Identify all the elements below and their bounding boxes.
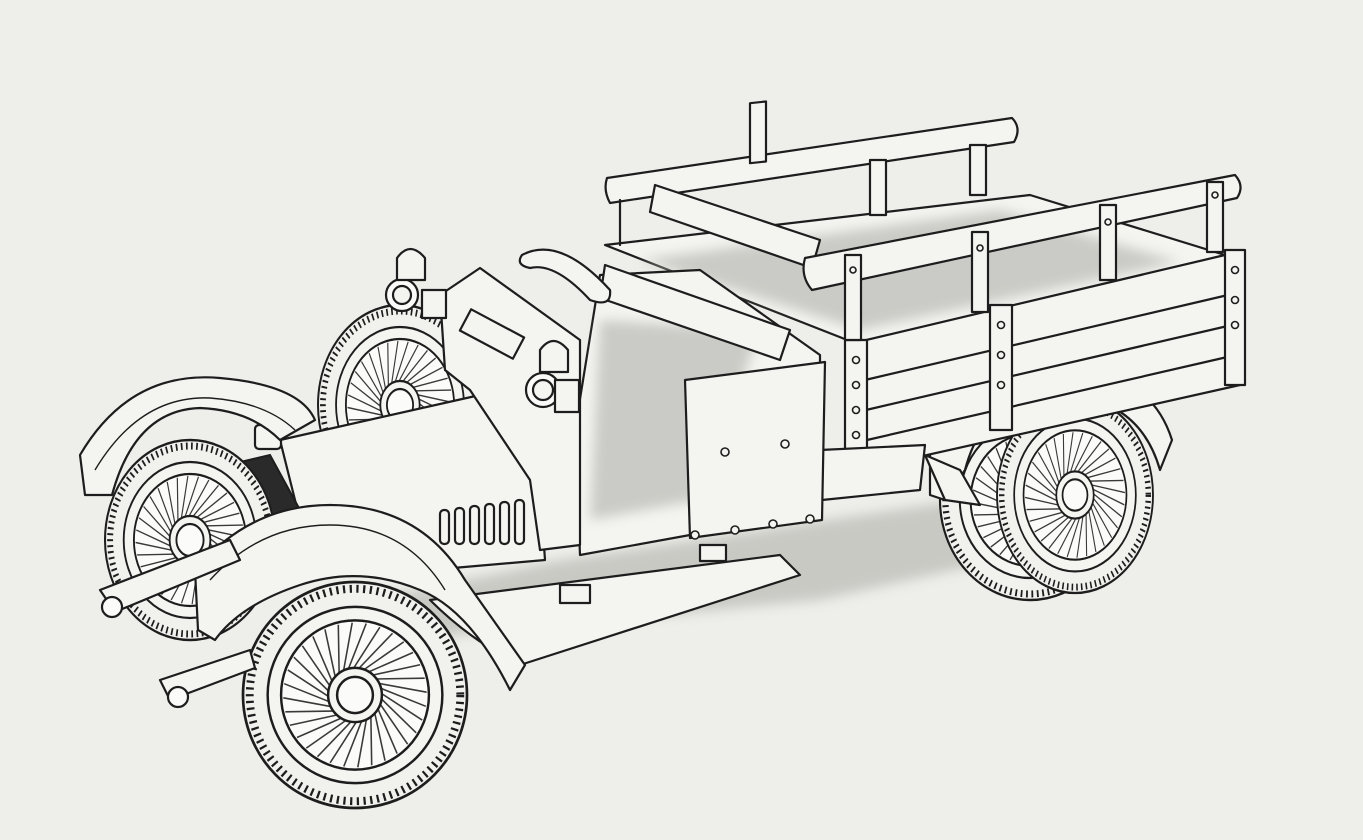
cab xyxy=(518,248,827,557)
front-fender-near xyxy=(193,503,527,692)
hood-louvers xyxy=(438,498,526,546)
front-bumper xyxy=(98,538,257,709)
front-fender-far xyxy=(78,376,317,497)
front-wheel-near xyxy=(243,582,467,808)
truck-bed xyxy=(603,100,1247,502)
headlamps xyxy=(384,247,581,414)
